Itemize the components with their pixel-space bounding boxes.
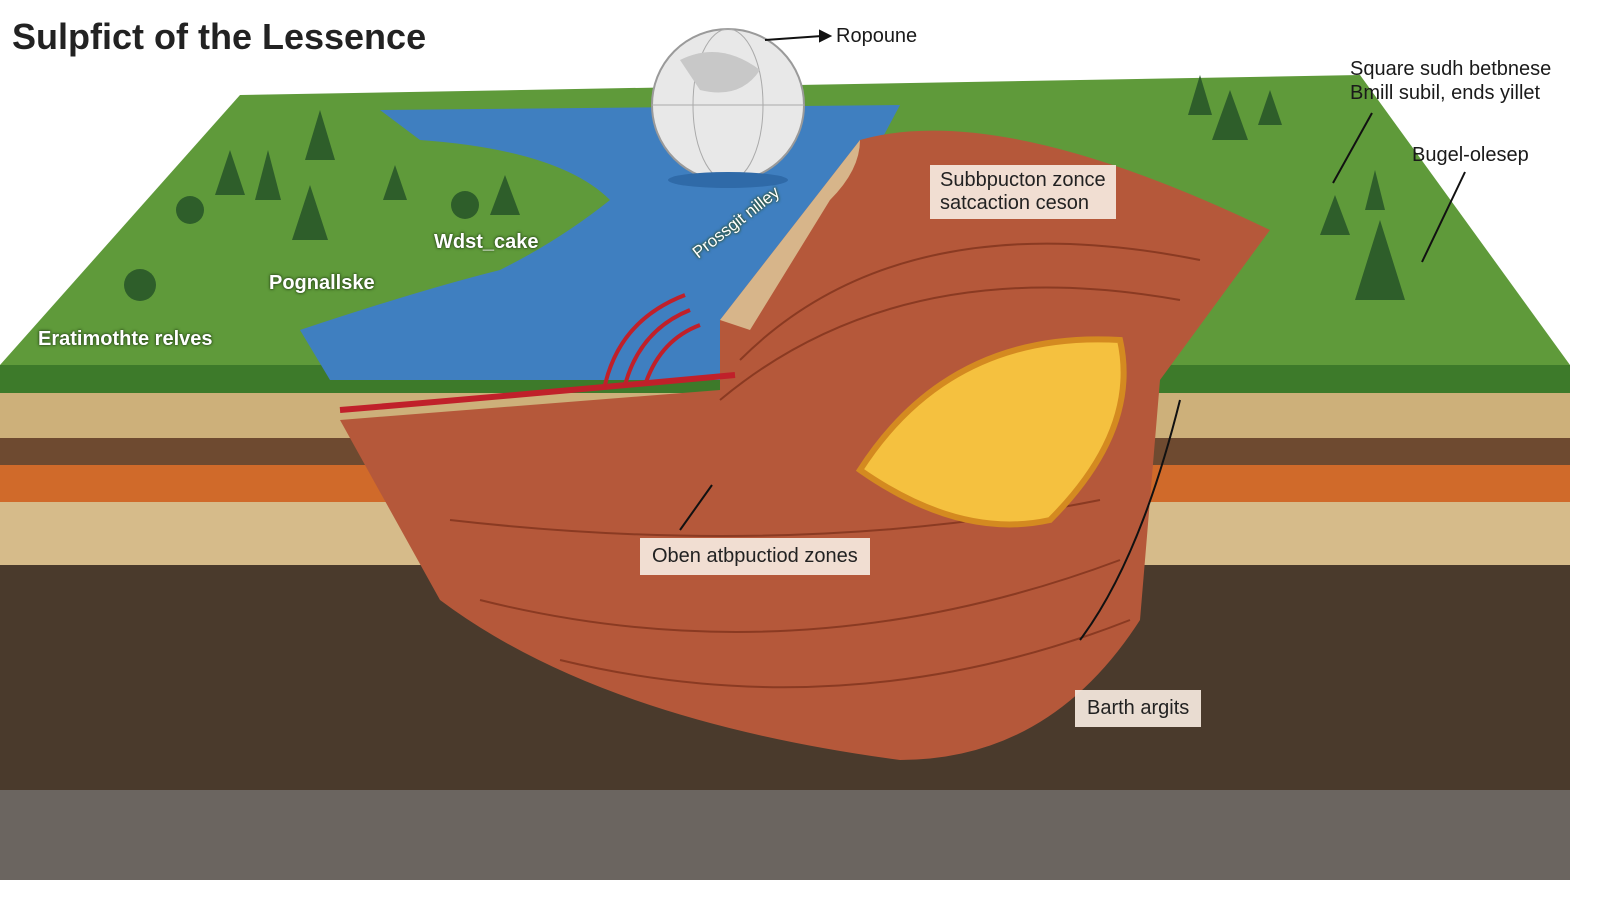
subduction-label-line2: satcaction ceson xyxy=(940,192,1089,214)
lake-label: Wdst_cake xyxy=(434,231,539,253)
trees xyxy=(124,75,1405,301)
shore-label: Pognallske xyxy=(269,272,375,294)
subduction-zone-label: Subbpucton zonce satcaction ceson xyxy=(930,165,1116,219)
earth-label: Barth argits xyxy=(1075,690,1202,727)
globe-icon xyxy=(651,28,805,188)
cliff xyxy=(720,140,860,330)
plain-label: Eratimothte relves xyxy=(38,328,213,350)
top-right-label-line2: Bmill subil, ends yillet xyxy=(1350,82,1541,104)
base-layer xyxy=(0,780,1570,880)
magma-chamber xyxy=(855,336,1127,528)
globe-label: Ropoune xyxy=(836,25,918,47)
leader-lines xyxy=(679,29,1466,641)
open-zones-label: Oben atbpuctiod zones xyxy=(640,538,870,575)
trench-line xyxy=(339,372,736,413)
right-slope-label: Bugel-olesep xyxy=(1412,144,1529,166)
subduction-label-line1: Subbpucton zonce xyxy=(940,169,1106,191)
seismic-waves xyxy=(603,293,701,386)
page-title: Sulpfict of the Lessence xyxy=(12,16,427,57)
top-right-label-line1: Square sudh betbnese xyxy=(1350,58,1552,80)
